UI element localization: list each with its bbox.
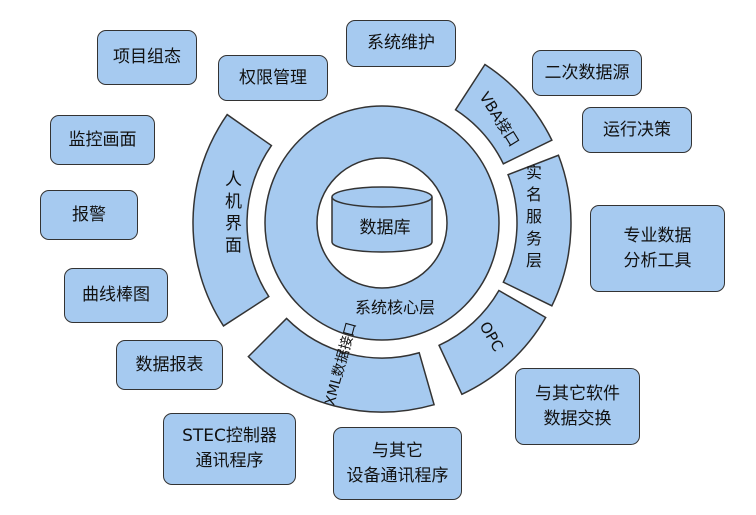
segment-opc bbox=[438, 289, 547, 396]
box-permission: 权限管理 bbox=[218, 55, 328, 101]
box-label: 报警 bbox=[72, 204, 106, 225]
box-label: 设备通讯程序 bbox=[346, 465, 449, 486]
box-secondary-source: 二次数据源 bbox=[532, 50, 642, 96]
naming-service-label: 实名服务层 bbox=[523, 164, 542, 274]
box-report: 数据报表 bbox=[116, 340, 223, 390]
box-label: 运行决策 bbox=[603, 119, 671, 140]
box-label: 权限管理 bbox=[239, 67, 307, 88]
segment-naming-service bbox=[502, 154, 572, 307]
box-device-comm: 与其它设备通讯程序 bbox=[333, 427, 462, 500]
box-label: 专业数据 bbox=[623, 225, 692, 246]
box-label: 系统维护 bbox=[367, 33, 435, 54]
segment-xml bbox=[247, 317, 436, 413]
box-label: 分析工具 bbox=[623, 250, 692, 271]
box-curve: 曲线棒图 bbox=[64, 268, 168, 323]
box-alarm: 报警 bbox=[40, 190, 138, 240]
box-project-config: 项目组态 bbox=[97, 30, 197, 85]
box-label: 数据交换 bbox=[543, 408, 612, 429]
core-layer-label: 系统核心层 bbox=[355, 298, 435, 317]
box-monitor: 监控画面 bbox=[50, 115, 155, 165]
database-label: 数据库 bbox=[360, 218, 411, 238]
box-label: 二次数据源 bbox=[544, 62, 630, 83]
box-label: 监控画面 bbox=[68, 129, 137, 150]
hmi-label: 人机界面 bbox=[221, 170, 241, 258]
box-software-exchange: 与其它软件数据交换 bbox=[515, 368, 640, 445]
box-maintenance: 系统维护 bbox=[346, 20, 456, 67]
box-stec: STEC控制器通讯程序 bbox=[163, 413, 296, 485]
box-label: 与其它软件 bbox=[535, 383, 620, 404]
segment-vba bbox=[454, 63, 553, 165]
segment-hmi bbox=[192, 113, 273, 327]
box-label: 通讯程序 bbox=[195, 451, 264, 471]
box-label: 曲线棒图 bbox=[82, 285, 150, 306]
database-cylinder bbox=[331, 186, 433, 253]
box-analysis: 专业数据分析工具 bbox=[590, 205, 725, 292]
box-label: 数据报表 bbox=[135, 354, 204, 375]
box-label: STEC控制器 bbox=[182, 426, 277, 447]
box-label: 与其它 bbox=[372, 440, 423, 461]
box-decision: 运行决策 bbox=[582, 107, 692, 153]
outer-ring bbox=[192, 63, 572, 413]
box-label: 项目组态 bbox=[113, 47, 181, 68]
